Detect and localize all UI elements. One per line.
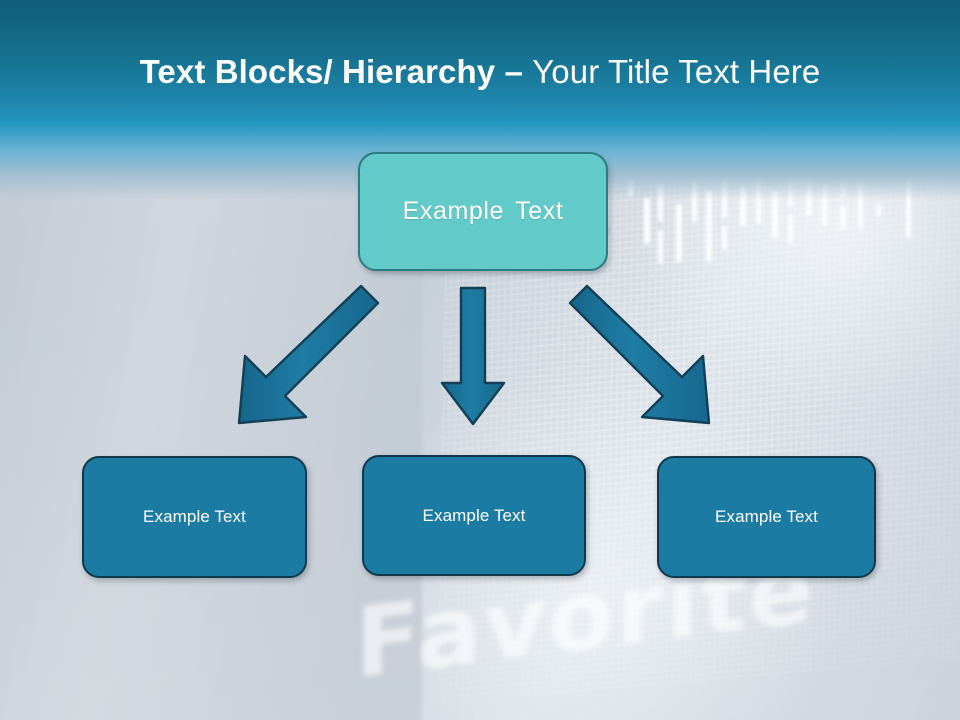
- page-title-bold: Text Blocks/ Hierarchy –: [139, 53, 533, 90]
- page-title-regular: Your Title Text Here: [532, 53, 821, 90]
- background-candlestick-bars: [600, 160, 930, 305]
- hierarchy-child-box-1[interactable]: Example Text: [82, 456, 307, 578]
- hierarchy-child-label-2: Example Text: [422, 505, 526, 525]
- hierarchy-root-box[interactable]: Example Text: [358, 152, 608, 271]
- hierarchy-child-box-3[interactable]: Example Text: [657, 456, 876, 578]
- page-title: Text Blocks/ Hierarchy – Your Title Text…: [0, 50, 960, 94]
- hierarchy-child-box-2[interactable]: Example Text: [362, 455, 586, 576]
- hierarchy-child-label-3: Example Text: [715, 507, 818, 526]
- hierarchy-root-label: Example Text: [402, 197, 564, 225]
- hierarchy-child-label-1: Example Text: [143, 507, 246, 526]
